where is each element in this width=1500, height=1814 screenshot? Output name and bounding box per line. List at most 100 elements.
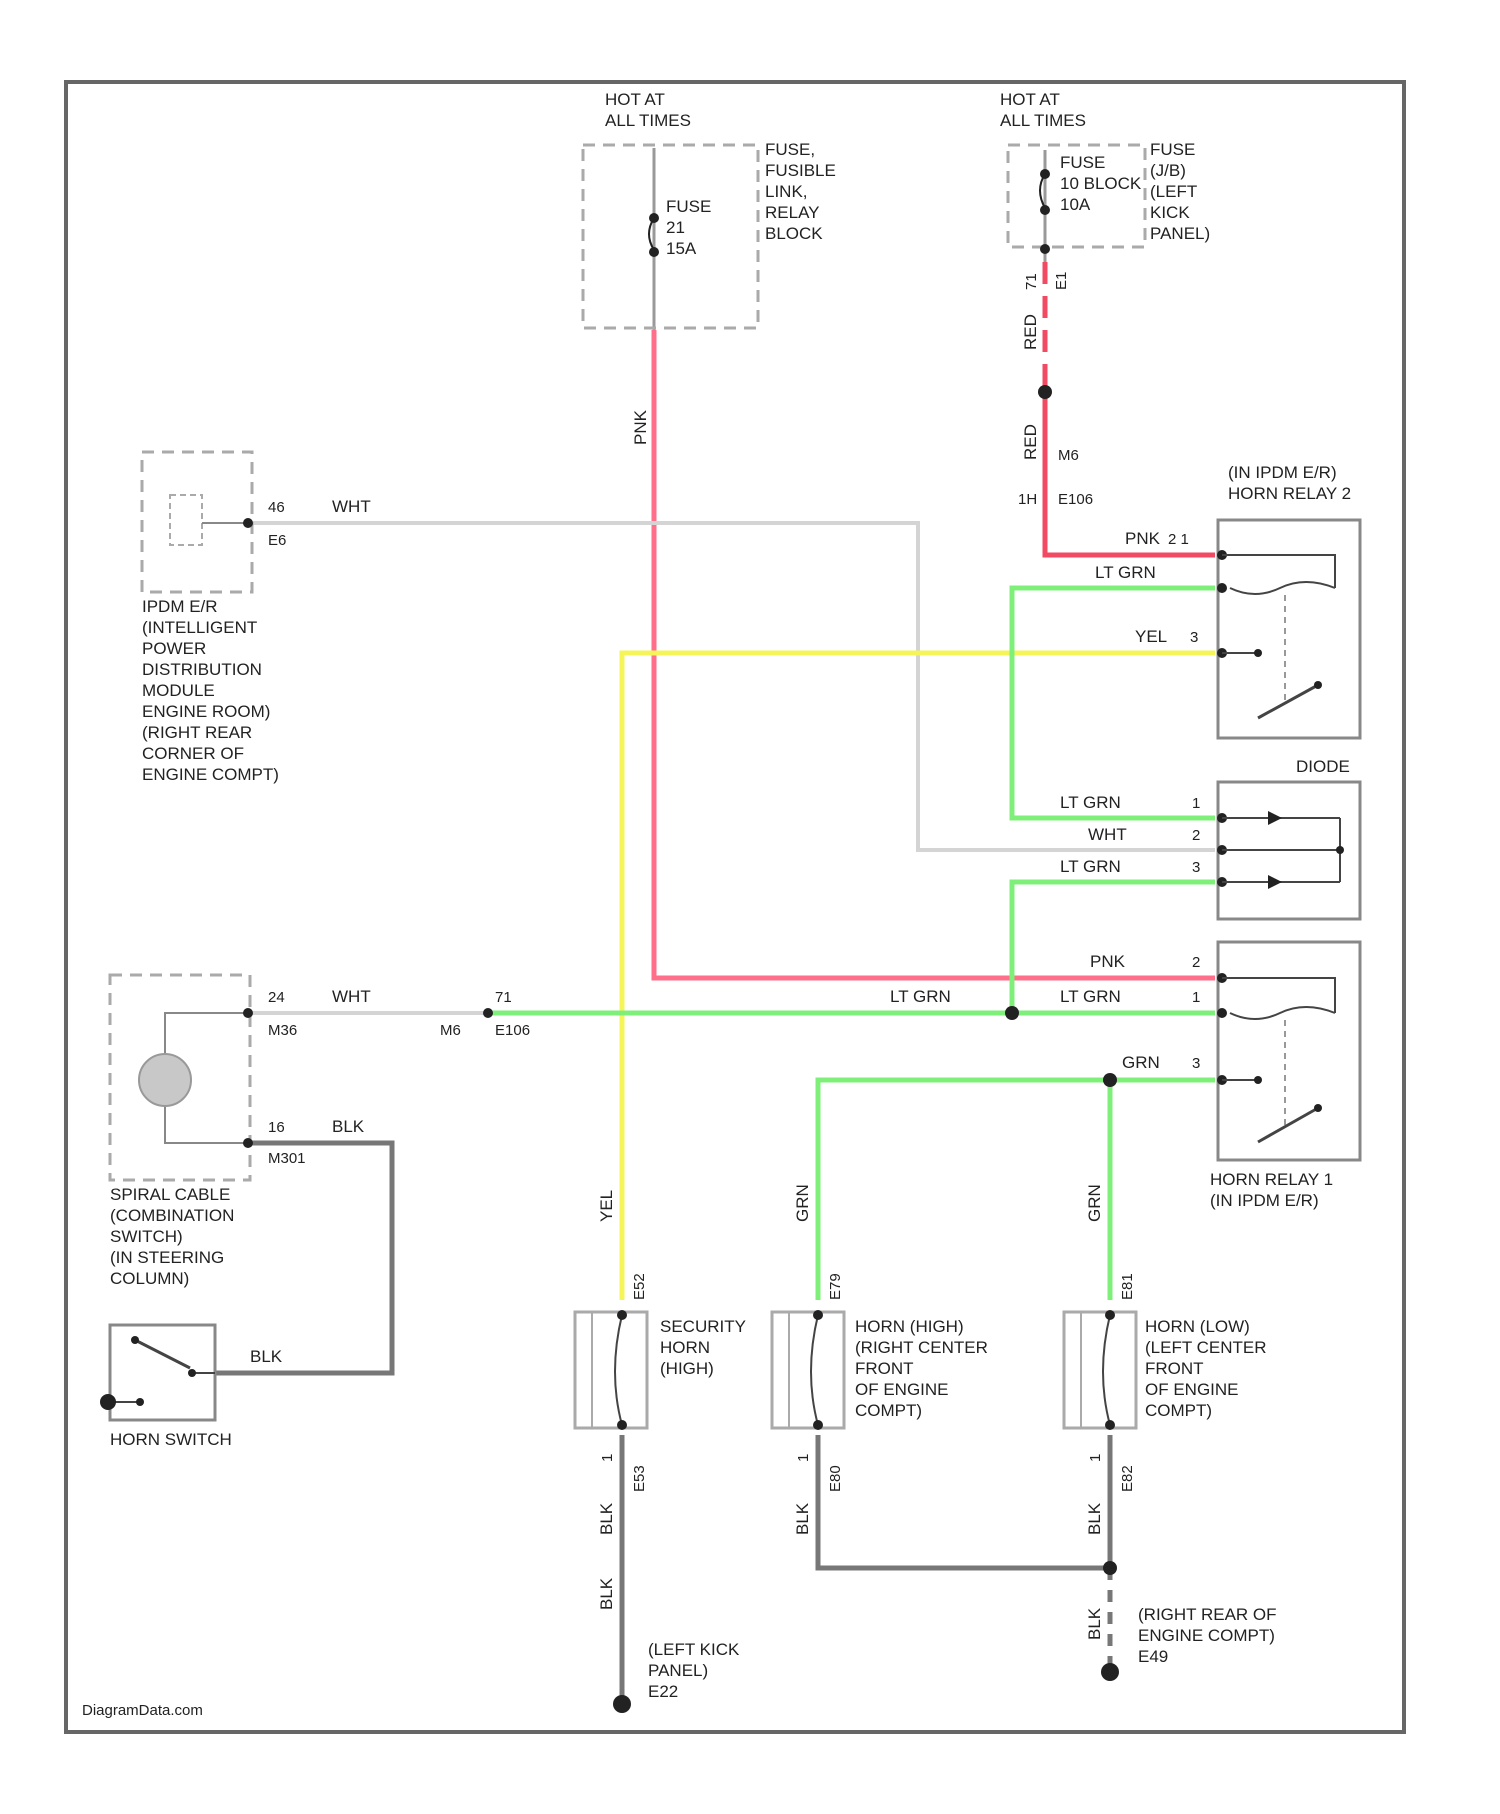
horn-switch-pivot (131, 1336, 139, 1344)
horn-switch-ground-dot (100, 1394, 116, 1410)
diode-symbol-3 (1268, 875, 1282, 889)
relay2-title: (IN IPDM E/R)HORN RELAY 2 (1228, 463, 1351, 503)
ipdm-pin-dot (243, 518, 253, 528)
relay1-w3-label: GRN (1122, 1053, 1160, 1072)
spiral-wire1-label: WHT (332, 987, 371, 1006)
relay1-contact-dot (1254, 1076, 1262, 1084)
high-pin-out-label: 1 (795, 1454, 812, 1462)
relay2-p3-label: 3 (1190, 629, 1198, 646)
relay1-title: HORN RELAY 1(IN IPDM E/R) (1210, 1170, 1333, 1210)
relay1-pin1-dot (1217, 1008, 1227, 1018)
spiral-pin2-dot (243, 1138, 253, 1148)
horn-switch-label: HORN SWITCH (110, 1430, 232, 1449)
ipdm-label: IPDM E/R(INTELLIGENTPOWERDISTRIBUTIONMOD… (142, 597, 279, 784)
wire-ltgrn-relay2 (1012, 588, 1215, 818)
relay1-switch-dot (1314, 1104, 1322, 1112)
horn-relay-1 (1218, 942, 1360, 1160)
diode-w2-label: WHT (1088, 825, 1127, 844)
horn-switch-blade (135, 1340, 190, 1368)
diode-title: DIODE (1296, 757, 1350, 776)
red-upper-conn-label: E1 (1053, 272, 1070, 290)
low-pin-out-label: 1 (1087, 1454, 1104, 1462)
spiral-pin1-label: 24 (268, 989, 285, 1006)
relay2-coil-wave (1230, 582, 1335, 594)
wire-blk-spiral (215, 1143, 392, 1373)
red-upper-wire-label: RED (1021, 314, 1040, 350)
low-wire-out-label: BLK (1085, 1502, 1104, 1535)
fuse21-bottom-dot (649, 247, 659, 257)
wire-grn-relay1 (818, 1080, 1215, 1300)
ground-left-label: (LEFT KICKPANEL)E22 (648, 1640, 740, 1701)
diode-w1-label: LT GRN (1060, 793, 1121, 812)
red-lower-conn-label: E106 (1058, 491, 1093, 508)
connector-e106-dot (483, 1008, 493, 1018)
spiral-conn2-label: M301 (268, 1150, 306, 1167)
low-wire-in-label: GRN (1085, 1184, 1104, 1222)
horn-switch-ground-dot2 (136, 1398, 144, 1406)
high-conn-out-label: E80 (827, 1465, 844, 1492)
horn-high (772, 1310, 844, 1430)
relay2-pin2-dot (1217, 583, 1227, 593)
diode-w3-label: LT GRN (1060, 857, 1121, 876)
horn-switch-contact-dot (188, 1369, 196, 1377)
fuse10-bottom-dot (1040, 205, 1050, 215)
red-lower-pin-label: M6 (1058, 447, 1079, 464)
spiral-cable-icon (139, 1054, 191, 1106)
high-wire-in-label: GRN (793, 1184, 812, 1222)
ipdm-conn-label: E6 (268, 532, 286, 549)
horn-switch-wire-label: BLK (250, 1347, 283, 1366)
security-pin-out-label: 1 (599, 1454, 616, 1462)
spiral-pin2-label: 16 (268, 1119, 285, 1136)
relay1-w2-label: LT GRN (890, 987, 951, 1006)
wire-blk-high (818, 1435, 1110, 1568)
relay1-p1-label: 2 (1192, 954, 1200, 971)
relay2-switch (1258, 685, 1318, 718)
relay1-p3-label: 3 (1192, 1055, 1200, 1072)
ground-right-symbol (1101, 1663, 1119, 1681)
ipdm-wire-label: WHT (332, 497, 371, 516)
diode-p2-label: 2 (1192, 827, 1200, 844)
ipdm-pin-label: 46 (268, 499, 285, 516)
relay1-p2-label: 1 (1192, 989, 1200, 1006)
ground-left-symbol (613, 1695, 631, 1713)
security-horn-label: SECURITYHORN(HIGH) (660, 1317, 746, 1378)
spiral-pinmid2-label: 71 (495, 989, 512, 1006)
security-conn-out-label: E53 (631, 1465, 648, 1492)
diode-p1-label: 1 (1192, 795, 1200, 812)
security-wire-in-label: YEL (597, 1190, 616, 1222)
low-conn-in-label: E81 (1119, 1273, 1136, 1300)
spiral-pinmid-label: M6 (440, 1022, 461, 1039)
horn-low (1064, 1310, 1136, 1430)
junction-ltgrn (1005, 1006, 1019, 1020)
relay2-w3-label: YEL (1135, 627, 1167, 646)
relay2-p1-label: 2 1 (1168, 531, 1189, 548)
high-wire-out-label: BLK (793, 1502, 812, 1535)
relay2-contact-dot (1254, 649, 1262, 657)
horn-relay-2 (1218, 520, 1360, 738)
relay2-w1-label: PNK (1125, 529, 1161, 548)
junction-grn (1103, 1073, 1117, 1087)
center-pink-label: PNK (631, 409, 650, 445)
relay1-switch (1258, 1108, 1318, 1142)
fuse10-out-dot (1040, 244, 1050, 254)
spiral-conn1-label: M36 (268, 1022, 297, 1039)
diode-symbol-1 (1268, 811, 1282, 825)
spiral-connmid-label: E106 (495, 1022, 530, 1039)
relay2-w2-label: LT GRN (1095, 563, 1156, 582)
diode-bus-dot (1336, 846, 1344, 854)
watermark: DiagramData.com (82, 1702, 203, 1719)
red-upper-pin-label: 71 (1023, 273, 1040, 290)
relay2-switch-dot (1314, 681, 1322, 689)
relay1-w2b-label: LT GRN (1060, 987, 1121, 1006)
spiral-pin1-dot (243, 1008, 253, 1018)
horn-high-label: HORN (HIGH)(RIGHT CENTERFRONTOF ENGINECO… (855, 1317, 988, 1420)
relay1-w1-label: PNK (1090, 952, 1126, 971)
